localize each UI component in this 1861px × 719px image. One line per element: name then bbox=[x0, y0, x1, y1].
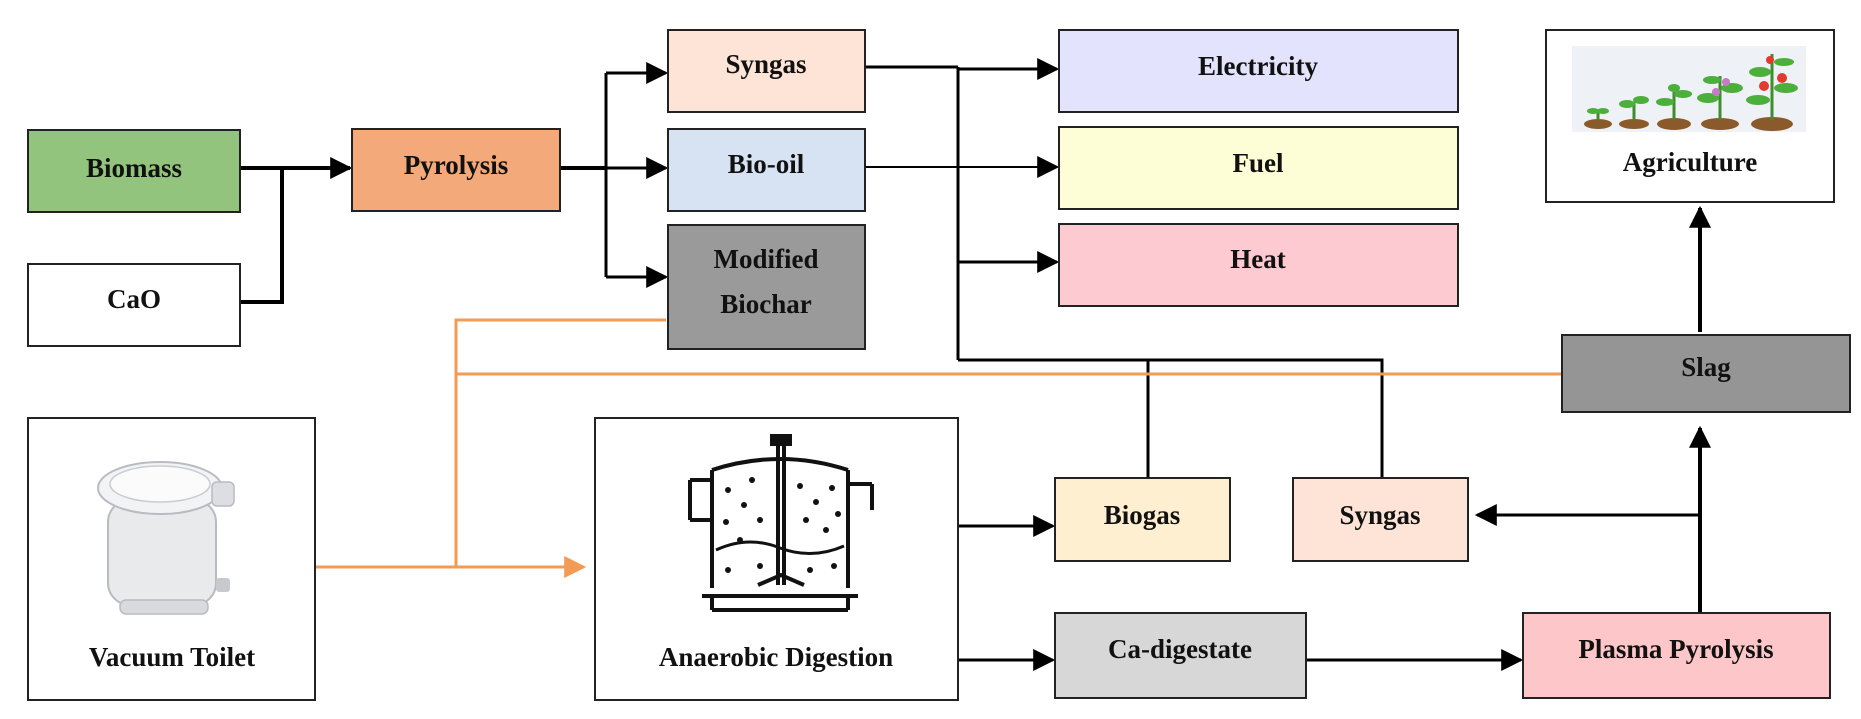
node-syngas-top: Syngas bbox=[667, 29, 866, 113]
node-biogas-label: Biogas bbox=[1104, 500, 1181, 530]
node-slag-label: Slag bbox=[1681, 352, 1731, 382]
node-plasma-pyrolysis: Plasma Pyrolysis bbox=[1522, 612, 1831, 699]
node-modified-biochar: Modified Biochar bbox=[667, 224, 866, 350]
node-pyrolysis-box bbox=[351, 128, 561, 212]
edge-biochar-orange bbox=[454, 318, 666, 567]
node-slag: Slag bbox=[1561, 334, 1851, 413]
node-biochar-box bbox=[667, 224, 866, 350]
node-biomass-box bbox=[27, 129, 241, 213]
node-plasma-pyrolysis-box bbox=[1522, 612, 1831, 699]
node-slag-box bbox=[1561, 334, 1851, 413]
node-syngas-bottom-box bbox=[1292, 477, 1469, 562]
node-syngas-bottom-label: Syngas bbox=[1339, 500, 1420, 530]
node-biooil-box bbox=[667, 128, 866, 212]
toilet-icon bbox=[97, 461, 235, 615]
edge-cao-merge bbox=[240, 168, 284, 304]
node-biogas-box bbox=[1054, 477, 1231, 562]
node-ca-digestate-box bbox=[1054, 612, 1307, 699]
edge-gas-return bbox=[958, 358, 1384, 478]
node-syngas-bottom: Syngas bbox=[1292, 477, 1469, 562]
node-anaerobic-digestion-label: Anaerobic Digestion bbox=[659, 642, 893, 672]
node-biochar-label-line1: Modified bbox=[714, 244, 819, 274]
node-electricity-box bbox=[1058, 29, 1459, 113]
node-syngas-top-box bbox=[667, 29, 866, 113]
node-anaerobic-digestion: Anaerobic Digestion bbox=[594, 417, 959, 701]
node-vacuum-toilet: Vacuum Toilet bbox=[27, 417, 316, 701]
node-biooil: Bio-oil bbox=[667, 128, 866, 212]
node-pyrolysis-label: Pyrolysis bbox=[404, 150, 509, 180]
node-plasma-pyrolysis-label: Plasma Pyrolysis bbox=[1578, 634, 1773, 664]
digester-tank-icon bbox=[688, 434, 874, 612]
node-heat-label: Heat bbox=[1230, 244, 1285, 274]
node-biomass: Biomass bbox=[27, 129, 241, 213]
plant-growth-icon bbox=[1572, 46, 1806, 132]
node-biochar-label-line2: Biochar bbox=[720, 289, 812, 319]
node-syngas-top-label: Syngas bbox=[725, 49, 806, 79]
node-ca-digestate: Ca-digestate bbox=[1054, 612, 1307, 699]
node-cao-box bbox=[27, 263, 241, 347]
node-agriculture: Agriculture bbox=[1545, 29, 1835, 203]
node-fuel-box bbox=[1058, 126, 1459, 210]
node-biomass-label: Biomass bbox=[86, 153, 182, 183]
node-biooil-label: Bio-oil bbox=[728, 149, 805, 179]
connectors bbox=[240, 58, 1711, 671]
node-agriculture-label: Agriculture bbox=[1623, 147, 1757, 177]
node-pyrolysis: Pyrolysis bbox=[351, 128, 561, 212]
node-electricity-label: Electricity bbox=[1198, 51, 1318, 81]
node-fuel-label: Fuel bbox=[1233, 148, 1284, 178]
node-cao: CaO bbox=[27, 263, 241, 347]
node-electricity: Electricity bbox=[1058, 29, 1459, 113]
node-ca-digestate-label: Ca-digestate bbox=[1108, 634, 1252, 664]
node-fuel: Fuel bbox=[1058, 126, 1459, 210]
digester-bubbles bbox=[723, 477, 841, 573]
node-cao-label: CaO bbox=[107, 284, 161, 314]
node-heat: Heat bbox=[1058, 223, 1459, 307]
node-vacuum-toilet-label: Vacuum Toilet bbox=[89, 642, 255, 672]
node-biogas: Biogas bbox=[1054, 477, 1231, 562]
node-heat-box bbox=[1058, 223, 1459, 307]
